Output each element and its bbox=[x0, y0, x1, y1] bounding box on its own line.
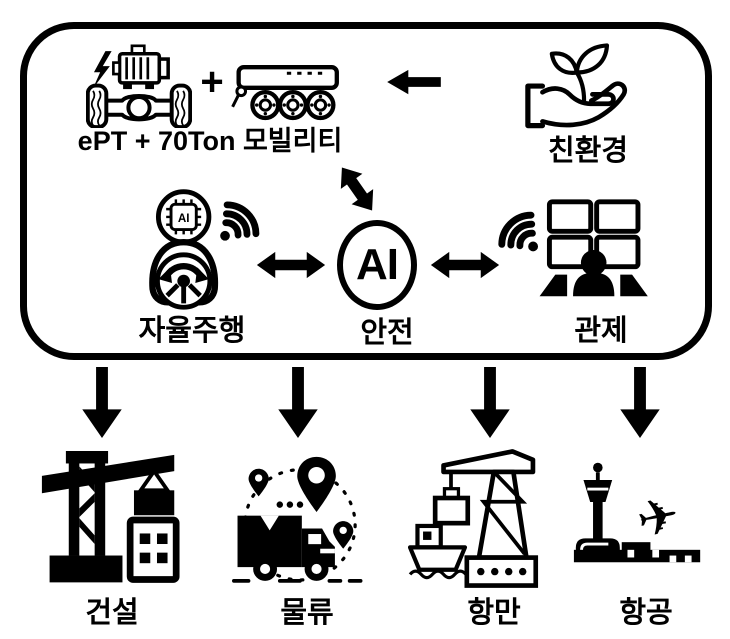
autonomous-label: 자율주행 bbox=[138, 315, 246, 347]
control-label: 관제 bbox=[574, 315, 628, 347]
down-arrow-port bbox=[470, 367, 510, 438]
autonomous-ai-double-arrow bbox=[256, 251, 326, 279]
down-arrow-logistics bbox=[278, 367, 318, 438]
sector-label-logistics: 물류 bbox=[280, 597, 334, 629]
sector-label-construction: 건설 bbox=[85, 597, 139, 629]
construction-crane-icon bbox=[41, 451, 180, 583]
operator-monitors-icon bbox=[498, 199, 648, 297]
port-crane-ship-icon bbox=[408, 449, 539, 588]
mobility-ai-double-arrow bbox=[340, 167, 374, 211]
airport-tower-plane-icon: ✈ bbox=[573, 462, 701, 563]
airplane-icon: ✈ bbox=[632, 486, 684, 549]
sector-label-port: 항만 bbox=[467, 597, 521, 629]
hand-sprout-icon bbox=[525, 43, 627, 129]
wifi-icon bbox=[498, 211, 539, 252]
ai-hub-label: 안전 bbox=[360, 317, 414, 349]
logistics-truck-icon bbox=[232, 456, 363, 583]
eco-label: 친환경 bbox=[547, 135, 629, 167]
down-arrow-aviation bbox=[620, 367, 660, 438]
control-ai-double-arrow bbox=[430, 251, 500, 279]
wifi-icon bbox=[220, 201, 260, 241]
ai-hub-circle: AI bbox=[337, 220, 417, 310]
electric-powertrain-icon bbox=[86, 44, 192, 128]
eco-to-mobility-arrow bbox=[387, 69, 441, 95]
chip-ai-text: AI bbox=[178, 212, 190, 225]
sector-label-aviation: 항공 bbox=[619, 597, 673, 629]
mobility-label: ePT + 70Ton 모빌리티 bbox=[77, 126, 343, 156]
trailer-70ton-icon bbox=[231, 65, 339, 121]
driver-ai-chip-icon: AI bbox=[149, 189, 260, 310]
plus-sign: + bbox=[200, 60, 224, 104]
down-arrow-construction bbox=[82, 367, 122, 438]
